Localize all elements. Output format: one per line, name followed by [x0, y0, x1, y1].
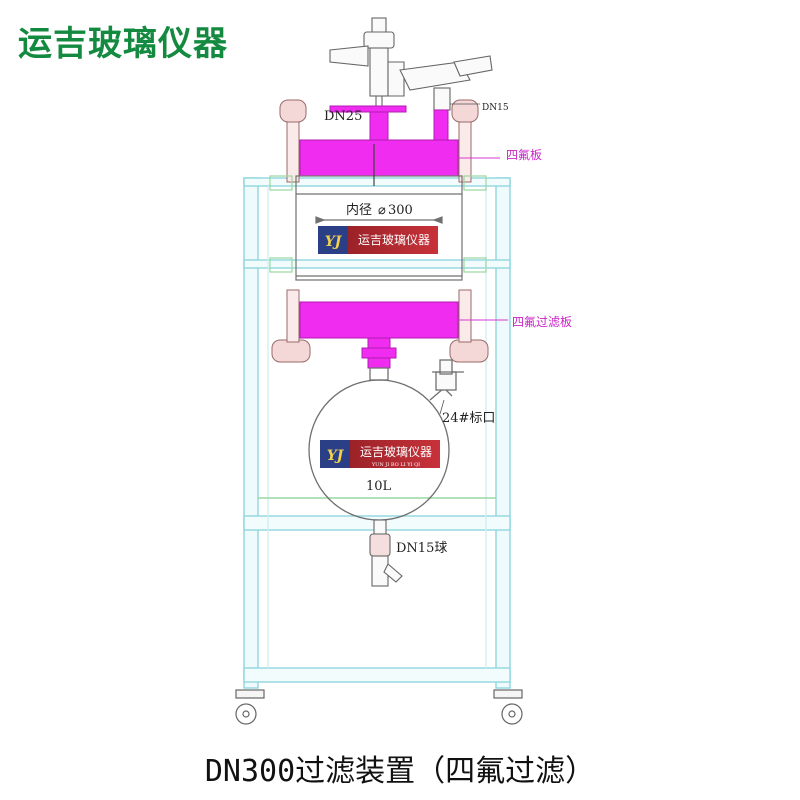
svg-text:⌀: ⌀ — [378, 203, 386, 218]
logo-panel-bottom: YJ 运吉玻璃仪器 YUN JI BO LI YI QI — [320, 440, 440, 468]
clamp-knobs — [271, 99, 489, 363]
label-ptfe-plate: 四氟板 — [506, 148, 542, 162]
label-volume: 10L — [366, 479, 392, 494]
top-valve-assembly — [329, 17, 493, 112]
svg-text:YJ: YJ — [325, 234, 343, 250]
label-diameter-value: 300 — [388, 203, 413, 218]
label-joint: 24#标口 — [442, 411, 495, 426]
label-dn15-ball: DN15球 — [396, 541, 447, 556]
ptfe-top-plate — [299, 105, 459, 177]
bottom-ball-valve — [369, 519, 403, 587]
logo-text-top: 运吉玻璃仪器 — [358, 233, 430, 247]
glass-cylinder — [295, 144, 463, 281]
label-ptfe-filter-plate: 四氟过滤板 — [512, 315, 572, 329]
logo-panel-top: YJ 运吉玻璃仪器 — [318, 226, 438, 254]
support-frame — [243, 177, 511, 689]
figure-caption: DN300过滤装置（四氟过滤） — [204, 754, 596, 789]
label-dn25: DN25 — [324, 109, 362, 124]
caster-wheel-right — [493, 689, 523, 725]
frame-brackets — [269, 175, 487, 273]
leader-lines — [458, 157, 508, 321]
brand-title: 运吉玻璃仪器 — [18, 24, 228, 64]
caster-wheel-left — [235, 689, 265, 725]
logo-sub-bottom: YUN JI BO LI YI QI — [371, 462, 420, 468]
ptfe-filter-plate — [299, 301, 459, 369]
label-inner-diameter: 内径 — [346, 202, 372, 218]
svg-text:YJ: YJ — [327, 448, 345, 464]
label-dn15-top: DN15 — [482, 103, 509, 113]
logo-text-bottom: 运吉玻璃仪器 — [360, 445, 432, 459]
